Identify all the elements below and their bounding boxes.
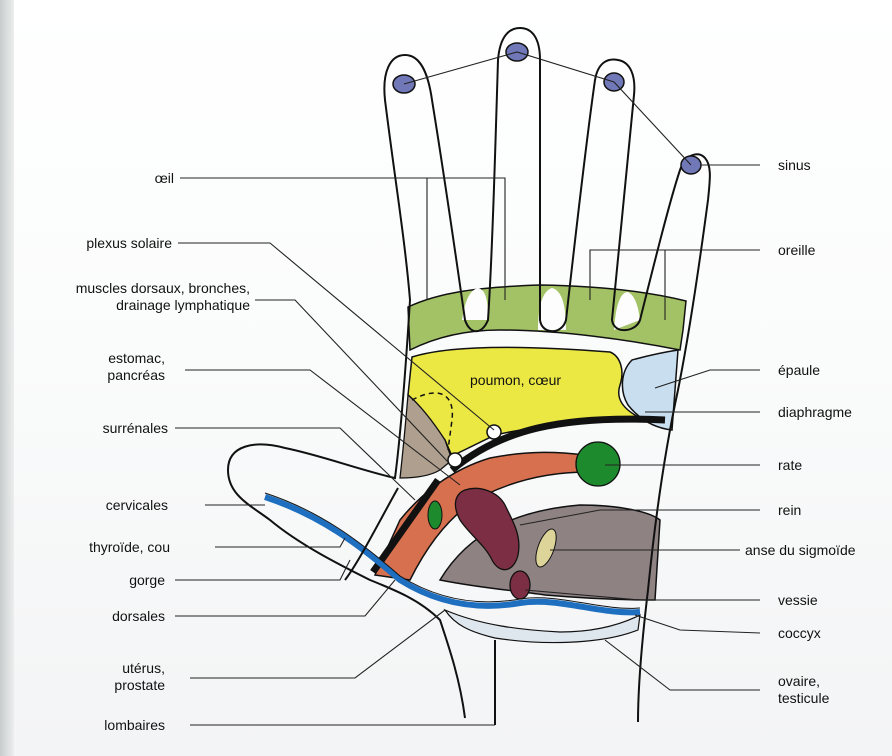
thyroid-shape <box>428 501 442 529</box>
label-anse-sigmoide: anse du sigmoïde <box>745 542 856 558</box>
label-cervicales: cervicales <box>106 497 168 513</box>
label-surrenales: surrénales <box>103 420 168 436</box>
label-diaphragme: diaphragme <box>778 404 852 420</box>
label-muscles-line1: muscles dorsaux, bronches, <box>76 280 250 296</box>
label-coccyx: coccyx <box>778 625 821 641</box>
spleen-dot <box>576 442 620 486</box>
label-ovaire-line2: testicule <box>778 690 830 706</box>
label-oreille: oreille <box>778 242 816 258</box>
label-epaule: épaule <box>778 362 820 378</box>
label-dorsales: dorsales <box>112 608 165 624</box>
adrenal-point <box>448 453 462 467</box>
label-rein: rein <box>778 502 801 518</box>
label-estomac-line1: estomac, <box>108 350 165 366</box>
label-vessie: vessie <box>778 592 818 608</box>
label-uterus-line2: prostate <box>114 677 165 693</box>
solar-plexus-point <box>487 425 501 439</box>
label-lombaires: lombaires <box>104 717 165 733</box>
label-thyroide: thyroïde, cou <box>89 539 170 555</box>
label-uterus-line1: utérus, <box>122 660 165 676</box>
label-poumon-coeur: poumon, cœur <box>470 372 561 388</box>
label-plexus-solaire: plexus solaire <box>86 235 172 251</box>
label-rate: rate <box>778 457 802 473</box>
label-sinus: sinus <box>778 157 811 173</box>
label-ovaire-line1: ovaire, <box>778 673 820 689</box>
label-oeil: œil <box>155 170 174 186</box>
label-estomac-line2: pancréas <box>107 367 165 383</box>
bladder-shape <box>510 571 530 599</box>
label-gorge: gorge <box>129 572 165 588</box>
label-muscles-line2: drainage lymphatique <box>116 297 250 313</box>
zone-lower-light <box>445 610 640 643</box>
